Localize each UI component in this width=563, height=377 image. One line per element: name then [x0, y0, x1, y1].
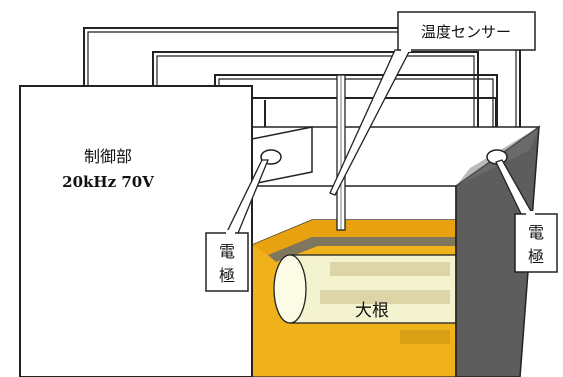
left-electrode-label-1: 電 — [219, 242, 235, 261]
wires — [83, 27, 521, 150]
controller-title: 制御部 — [84, 147, 132, 166]
controller-spec: 20kHz 70V — [62, 173, 154, 191]
left-electrode-callout — [205, 159, 269, 292]
right-electrode-label-1: 電 — [528, 223, 544, 242]
left-electrode-label-2: 極 — [219, 266, 235, 285]
wire-outer — [83, 27, 521, 148]
wires-inner-lines — [87, 31, 517, 148]
temperature-sensor-probe — [336, 74, 346, 231]
daikon — [273, 254, 461, 324]
water-top-band — [252, 220, 456, 255]
background-faded-marks — [320, 262, 450, 344]
sensor-callout — [329, 11, 536, 196]
wire-middle — [152, 51, 479, 148]
water-dark-rim — [268, 237, 456, 262]
sensor-label: 温度センサー — [421, 23, 511, 41]
daikon-label: 大根 — [355, 301, 389, 321]
controller-box — [19, 85, 253, 377]
right-electrode-label-2: 極 — [528, 247, 544, 266]
right-electrode-callout — [495, 159, 558, 273]
